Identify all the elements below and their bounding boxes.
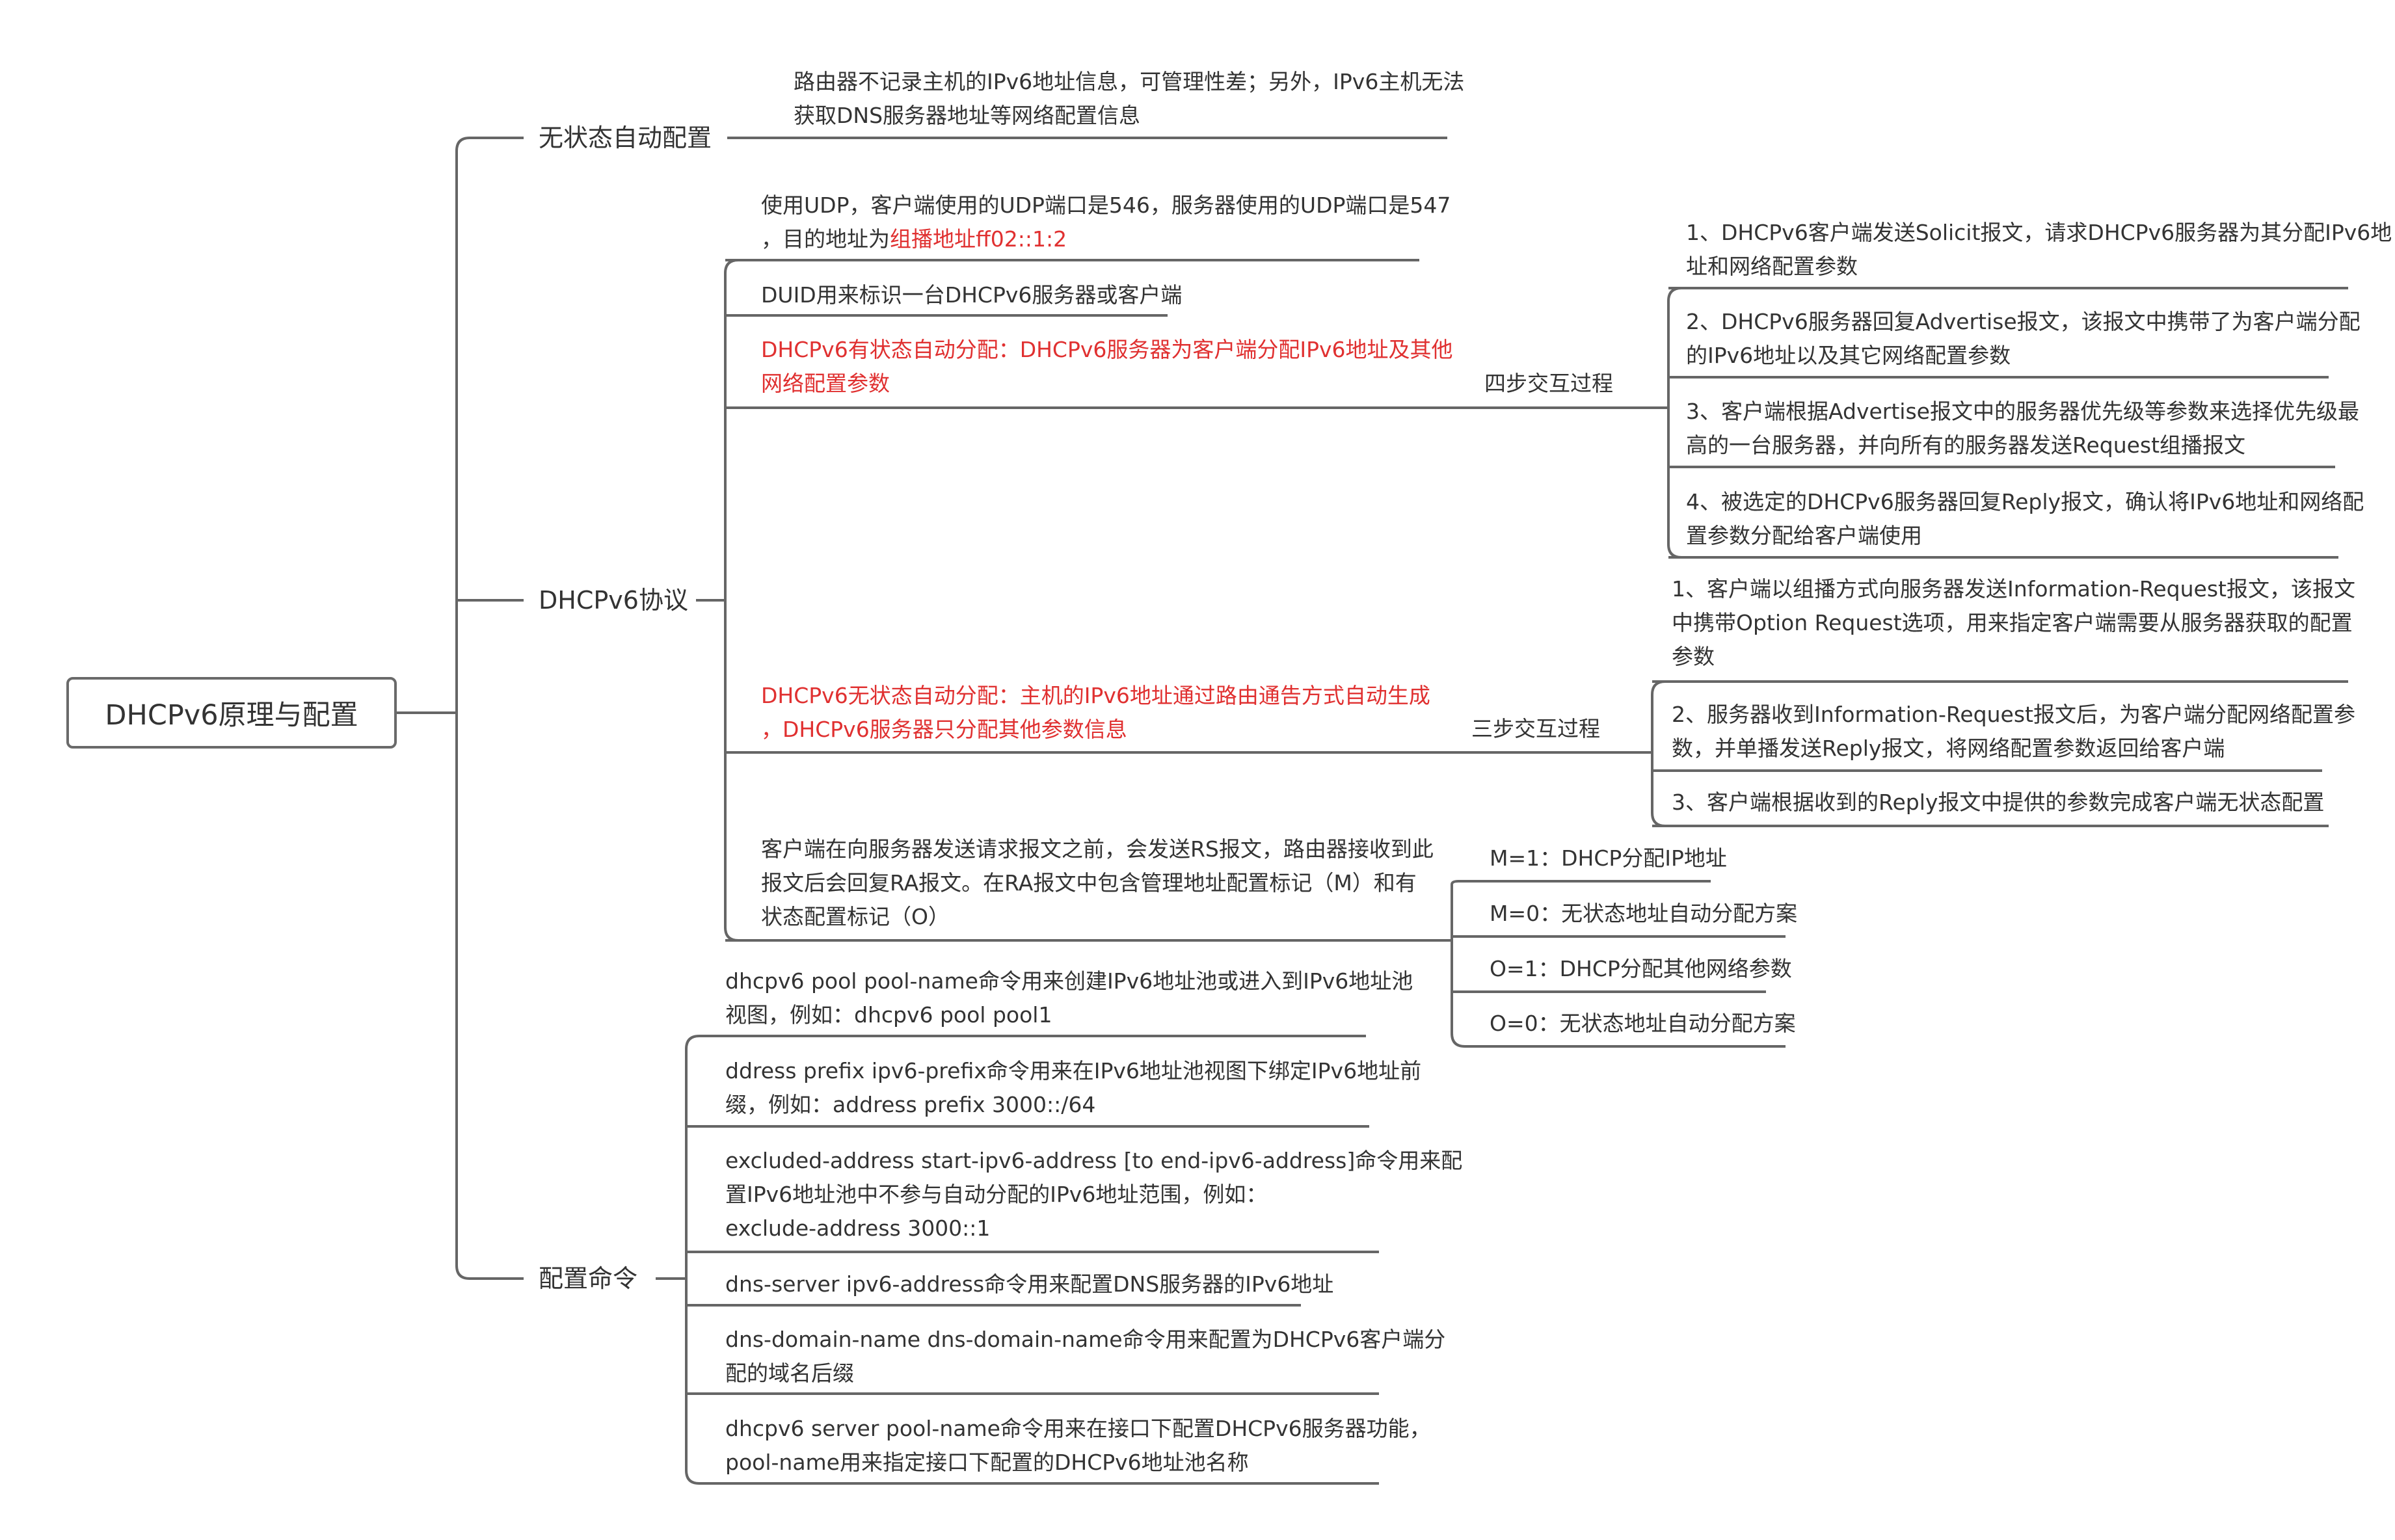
command-item[interactable]: ddress prefix ipv6-prefix命令用来在IPv6地址池视图下…: [725, 1058, 1422, 1117]
three-step-item[interactable]: 3、客户端根据收到的Reply报文中提供的参数完成客户端无状态配置: [1672, 790, 2325, 815]
duid-node[interactable]: DUID用来标识一台DHCPv6服务器或客户端: [761, 282, 1183, 308]
command-item[interactable]: dns-domain-name dns-domain-name命令用来配置为DH…: [725, 1327, 1446, 1386]
root-node[interactable]: DHCPv6原理与配置: [66, 677, 397, 749]
branch-protocol-label[interactable]: DHCPv6协议: [539, 586, 688, 615]
stateless-alloc-node[interactable]: DHCPv6无状态自动分配：主机的IPv6地址通过路由通告方式自动生成 ，DHC…: [761, 683, 1430, 742]
flag-item[interactable]: M=0：无状态地址自动分配方案: [1490, 901, 1798, 926]
udp-port-text: 使用UDP，客户端使用的UDP端口是546，服务器使用的UDP端口是547 ，目…: [761, 192, 1451, 252]
four-step-label[interactable]: 四步交互过程: [1484, 371, 1613, 396]
four-step-item[interactable]: 1、DHCPv6客户端发送Solicit报文，请求DHCPv6服务器为其分配IP…: [1686, 220, 2392, 279]
three-step-item[interactable]: 2、服务器收到Information-Request报文后，为客户端分配网络配置…: [1672, 702, 2355, 761]
connector: [1451, 940, 1786, 1048]
command-item[interactable]: dns-server ipv6-address命令用来配置DNS服务器的IPv6…: [725, 1271, 1334, 1297]
command-item[interactable]: dhcpv6 pool pool-name命令用来创建IPv6地址池或进入到IP…: [725, 968, 1413, 1028]
flag-item[interactable]: M=1：DHCP分配IP地址: [1490, 845, 1727, 871]
command-item[interactable]: dhcpv6 server pool-name命令用来在接口下配置DHCPv6服…: [725, 1416, 1431, 1475]
three-step-label[interactable]: 三步交互过程: [1471, 716, 1600, 741]
three-step-item[interactable]: 1、客户端以组播方式向服务器发送Information-Request报文，该报…: [1672, 576, 2355, 669]
flag-item[interactable]: O=0：无状态地址自动分配方案: [1490, 1011, 1796, 1036]
udp-port-node[interactable]: 使用UDP，客户端使用的UDP端口是546，服务器使用的UDP端口是547 ，目…: [761, 189, 1451, 256]
connector: [1451, 880, 1711, 940]
connector: [455, 137, 524, 1280]
four-step-item[interactable]: 3、客户端根据Advertise报文中的服务器优先级等参数来选择优先级最 高的一…: [1686, 399, 2359, 458]
branch-stateless-label[interactable]: 无状态自动配置: [539, 124, 712, 152]
connector: [724, 259, 761, 942]
root-label: DHCPv6原理与配置: [105, 699, 358, 732]
flag-item[interactable]: O=1：DHCP分配其他网络参数: [1490, 956, 1792, 981]
command-item[interactable]: excluded-address start-ipv6-address [to …: [725, 1148, 1463, 1241]
branch-commands-label[interactable]: 配置命令: [539, 1264, 638, 1293]
four-step-item[interactable]: 4、被选定的DHCPv6服务器回复Reply报文，确认将IPv6地址和网络配 置…: [1686, 489, 2364, 548]
multicast-address: 组播地址ff02::1:2: [890, 226, 1067, 252]
ra-node[interactable]: 客户端在向服务器发送请求报文之前，会发送RS报文，路由器接收到此 报文后会回复R…: [761, 836, 1434, 929]
connector: [685, 1035, 1379, 1485]
four-step-item[interactable]: 2、DHCPv6服务器回复Advertise报文，该报文中携带了为客户端分配 的…: [1686, 309, 2361, 368]
stateless-note[interactable]: 路由器不记录主机的IPv6地址信息，可管理性差；另外，IPv6主机无法 获取DN…: [794, 69, 1465, 128]
stateful-alloc-node[interactable]: DHCPv6有状态自动分配：DHCPv6服务器为客户端分配IPv6地址及其他 网…: [761, 337, 1453, 396]
